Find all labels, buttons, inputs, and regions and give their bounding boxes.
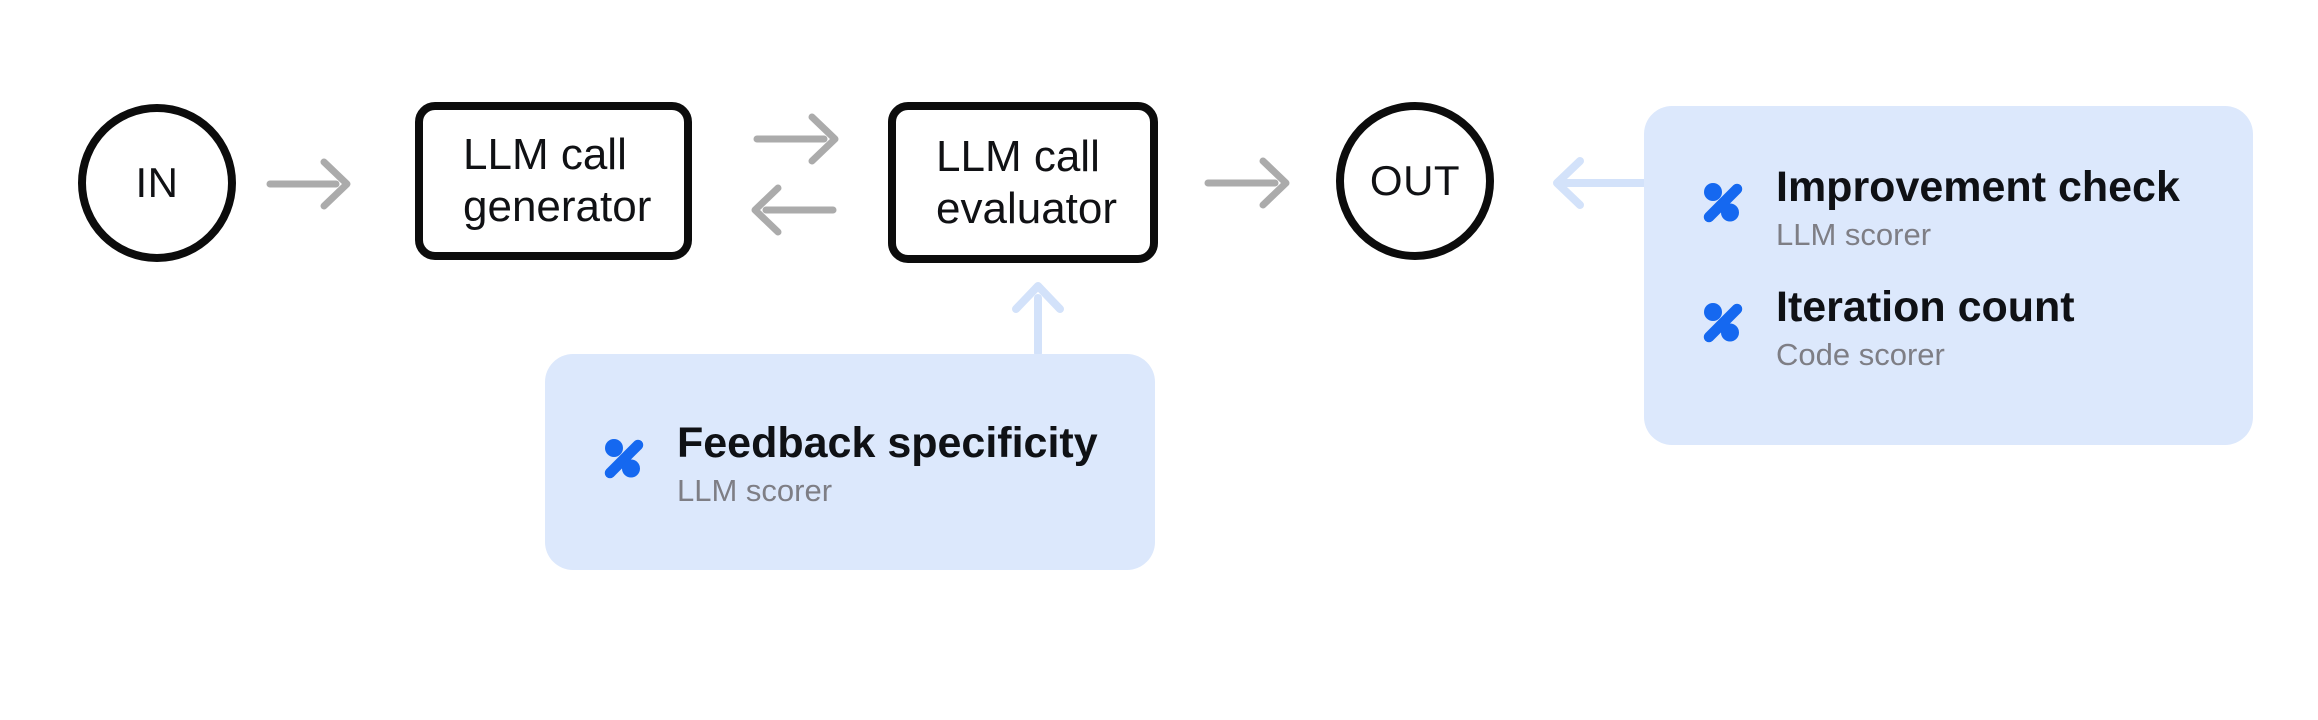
scorer-subtitle: LLM scorer: [1776, 217, 1932, 252]
scorer-row: Iteration count Code scorer: [1700, 282, 2075, 374]
scorer-title: Iteration count: [1776, 283, 2075, 331]
generator-label-line1: LLM call: [463, 130, 627, 179]
scorer-subtitle: Code scorer: [1776, 337, 1945, 372]
scorer-text: Feedback specificity LLM scorer: [677, 418, 1098, 510]
arrow-evaluator-to-out: [1204, 157, 1290, 209]
output-scorers-card: Improvement check LLM scorer Iteration c…: [1644, 106, 2253, 445]
input-node-label: IN: [135, 159, 179, 206]
percent-scorer-icon: [1703, 303, 1743, 343]
arrow-in-to-generator: [266, 158, 351, 210]
scorer-title: Feedback specificity: [677, 419, 1098, 467]
arrow-output-scorers-to-out: [1553, 157, 1648, 209]
scorer-row: Improvement check LLM scorer: [1700, 162, 2180, 254]
evaluator-scorers-card: Feedback specificity LLM scorer: [545, 354, 1155, 570]
evaluator-label-line2: evaluator: [936, 183, 1118, 233]
llm-call-evaluator-node: LLM call evaluator: [888, 102, 1158, 263]
arrow-evaluator-to-generator: [751, 184, 837, 236]
arrow-generator-to-evaluator: [753, 113, 839, 165]
output-node-label: OUT: [1369, 157, 1461, 204]
evaluator-label-line1: LLM call: [936, 131, 1100, 181]
scorer-title: Improvement check: [1776, 163, 2180, 211]
input-node: IN: [78, 104, 236, 262]
output-node: OUT: [1336, 102, 1494, 260]
scorer-text: Iteration count Code scorer: [1776, 282, 2075, 374]
llm-call-generator-node: LLM call generator: [415, 102, 692, 260]
scorer-subtitle: LLM scorer: [677, 473, 833, 508]
generator-label-line2: generator: [463, 182, 652, 231]
percent-scorer-icon: [604, 439, 644, 479]
percent-scorer-icon: [1703, 183, 1743, 223]
scorer-text: Improvement check LLM scorer: [1776, 162, 2180, 254]
arrow-feedback-to-evaluator: [1012, 282, 1064, 357]
scorer-row: Feedback specificity LLM scorer: [601, 418, 1098, 510]
